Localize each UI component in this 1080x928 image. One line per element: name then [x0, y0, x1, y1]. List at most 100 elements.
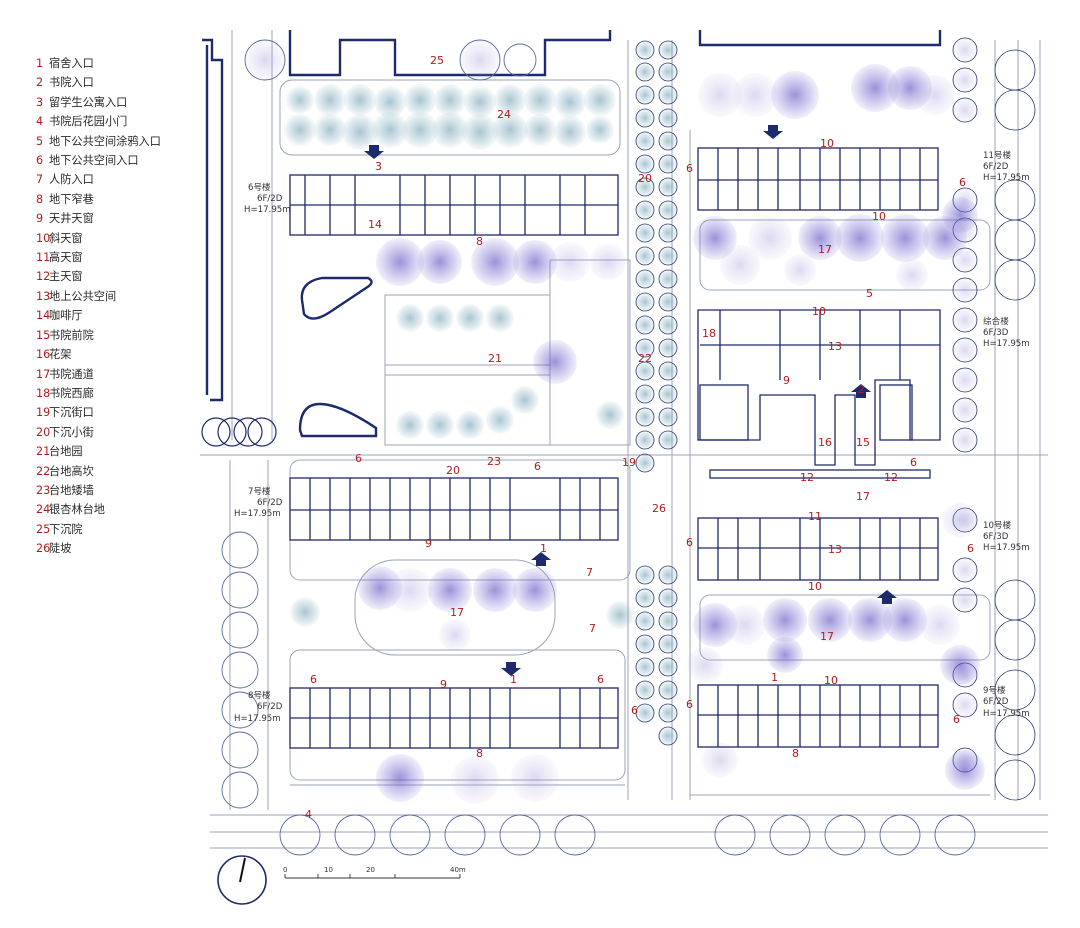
legend-text: 宿舍入口 [49, 57, 94, 70]
sunken-court-outline [202, 30, 942, 438]
legend-number: 18 [36, 386, 51, 400]
legend-number: 16 [36, 348, 51, 362]
svg-text:13: 13 [828, 340, 842, 353]
building-11 [697, 147, 939, 211]
legend-text: 地下窄巷 [49, 192, 94, 206]
legend-text: 书院后花园小门 [49, 115, 128, 129]
legend-item: 12主天窗 [36, 267, 161, 286]
building-7 [289, 477, 619, 541]
svg-text:1: 1 [510, 673, 517, 686]
b11-floors: 6F/2D [983, 162, 1009, 172]
b7-height: H=17.95m [234, 509, 281, 519]
svg-text:1: 1 [771, 671, 778, 684]
legend-number: 9 [36, 212, 44, 226]
legend-text: 斜天窗 [49, 231, 83, 245]
legend-number: 22 [36, 464, 51, 478]
legend-text: 地上公共空间 [49, 289, 117, 303]
legend-number: 19 [36, 406, 51, 420]
legend-number: 14 [36, 309, 51, 323]
legend-text: 书院入口 [49, 76, 94, 90]
svg-text:6: 6 [686, 698, 693, 711]
ginkgo-trees-teal [284, 84, 634, 629]
svg-text:4: 4 [305, 808, 312, 821]
legend-text: 主天窗 [49, 270, 83, 284]
building-labels: 6号楼 6F/2D H=17.95m 7号楼 6F/2D H=17.95m 8号… [234, 149, 1030, 724]
svg-text:12: 12 [800, 471, 814, 484]
svg-text:3: 3 [375, 160, 382, 173]
scale-0: 0 [283, 866, 287, 874]
svg-text:1: 1 [540, 542, 547, 555]
svg-text:2: 2 [858, 383, 865, 396]
legend-item: 8 地下窄巷 [36, 190, 161, 209]
legend-number: 17 [36, 367, 51, 381]
legend-text: 台地园 [49, 445, 83, 459]
svg-text:21: 21 [488, 352, 502, 365]
svg-text:17: 17 [818, 243, 832, 256]
bz-height: H=17.95m [983, 339, 1030, 349]
svg-text:9: 9 [440, 678, 447, 691]
legend-number: 20 [36, 425, 51, 439]
legend-text: 台地高坎 [49, 464, 94, 478]
legend-number: 8 [36, 192, 44, 206]
svg-text:6: 6 [355, 452, 362, 465]
svg-text:20: 20 [446, 464, 460, 477]
svg-text:7: 7 [589, 622, 596, 635]
legend-text: 地下公共空间涂鸦入口 [49, 134, 161, 148]
legend-number: 2 [36, 76, 44, 90]
svg-text:9: 9 [425, 537, 432, 550]
legend-item: 10斜天窗 [36, 229, 161, 248]
boulevard-trees [635, 40, 678, 746]
svg-text:10: 10 [808, 580, 822, 593]
legend-number: 24 [36, 503, 51, 517]
legend-text: 陡坡 [49, 542, 72, 556]
svg-text:6: 6 [686, 536, 693, 549]
legend-text: 花架 [49, 348, 72, 362]
svg-text:18: 18 [702, 327, 716, 340]
svg-text:24: 24 [497, 108, 511, 121]
b6-name: 6号楼 [248, 181, 271, 193]
legend-text: 咖啡厅 [49, 309, 83, 323]
legend-text: 人防入口 [49, 173, 94, 187]
b8-height: H=17.95m [234, 714, 281, 724]
plan-number-labels: 25 24 3 14 8 20 21 22 23 20 19 26 6 6 9 … [305, 54, 974, 821]
legend-item: 18书院西廊 [36, 384, 161, 403]
outline-circles [201, 417, 277, 447]
legend-text: 天井天窗 [49, 212, 94, 226]
svg-text:6: 6 [959, 176, 966, 189]
legend-number: 4 [36, 115, 44, 129]
svg-text:14: 14 [368, 218, 382, 231]
svg-text:17: 17 [820, 630, 834, 643]
svg-text:5: 5 [866, 287, 873, 300]
building-8 [289, 687, 619, 749]
legend-number: 11 [36, 251, 51, 265]
legend-item: 4 书院后花园小门 [36, 112, 161, 131]
legend-number: 23 [36, 483, 51, 497]
legend-number: 12 [36, 270, 51, 284]
legend-number: 26 [36, 542, 51, 556]
legend-number: 7 [36, 173, 44, 187]
svg-text:23: 23 [487, 455, 501, 468]
svg-text:11: 11 [808, 510, 822, 523]
legend-item: 22台地高坎 [36, 462, 161, 481]
building-9 [697, 684, 939, 748]
north-arrow-icon [217, 855, 267, 905]
svg-text:25: 25 [430, 54, 444, 67]
legend-text: 留学生公寓入口 [49, 95, 128, 109]
b9-floors: 6F/2D [983, 697, 1009, 707]
legend-text: 高天窗 [49, 251, 83, 265]
b8-floors: 6F/2D [257, 702, 283, 712]
legend-text: 地下公共空间入口 [49, 154, 139, 168]
legend-number: 10 [36, 231, 51, 245]
scale-20: 20 [366, 866, 375, 874]
bz-name: 综合楼 [983, 315, 1009, 327]
legend-number: 21 [36, 445, 51, 459]
svg-text:6: 6 [967, 542, 974, 555]
svg-text:6: 6 [310, 673, 317, 686]
svg-text:10: 10 [812, 305, 826, 318]
legend-item: 23台地矮墙 [36, 481, 161, 500]
scale-bar: 0 10 20 40m [283, 866, 466, 879]
